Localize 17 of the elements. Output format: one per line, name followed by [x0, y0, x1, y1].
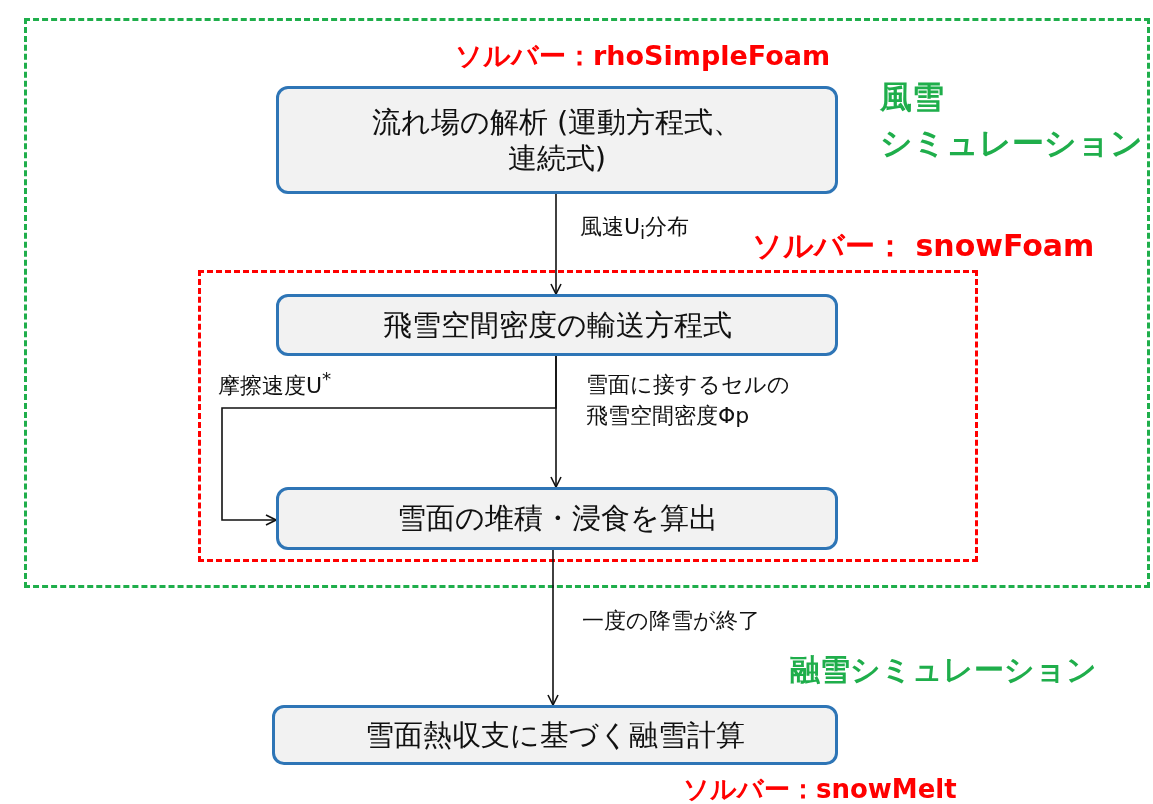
process-box	[276, 294, 838, 356]
region-heading: 風雪	[880, 77, 944, 118]
process-box	[276, 487, 838, 550]
arrow	[221, 355, 557, 526]
simulation-label: 融雪シミュレーション	[790, 651, 1097, 689]
box-text: 雪面熱収支に基づく融雪計算	[365, 716, 745, 754]
solver-label: ソルバー：rhoSimpleFoam	[455, 39, 831, 73]
process-box	[276, 86, 838, 194]
box-text: 雪面の堆積・浸食を算出	[396, 500, 718, 537]
arrow	[547, 549, 559, 706]
solver-label: ソルバー：snowMelt	[683, 773, 957, 804]
solver-label: ソルバー： snowFoam	[752, 227, 1095, 265]
region-heading: シミュレーション	[880, 123, 1143, 164]
box-text: 流れ場の解析 (運動方程式、連続式)	[370, 103, 744, 177]
arrow	[550, 193, 562, 295]
process-box	[272, 705, 838, 765]
box-text: 飛雪空間密度の輸送方程式	[382, 306, 732, 344]
